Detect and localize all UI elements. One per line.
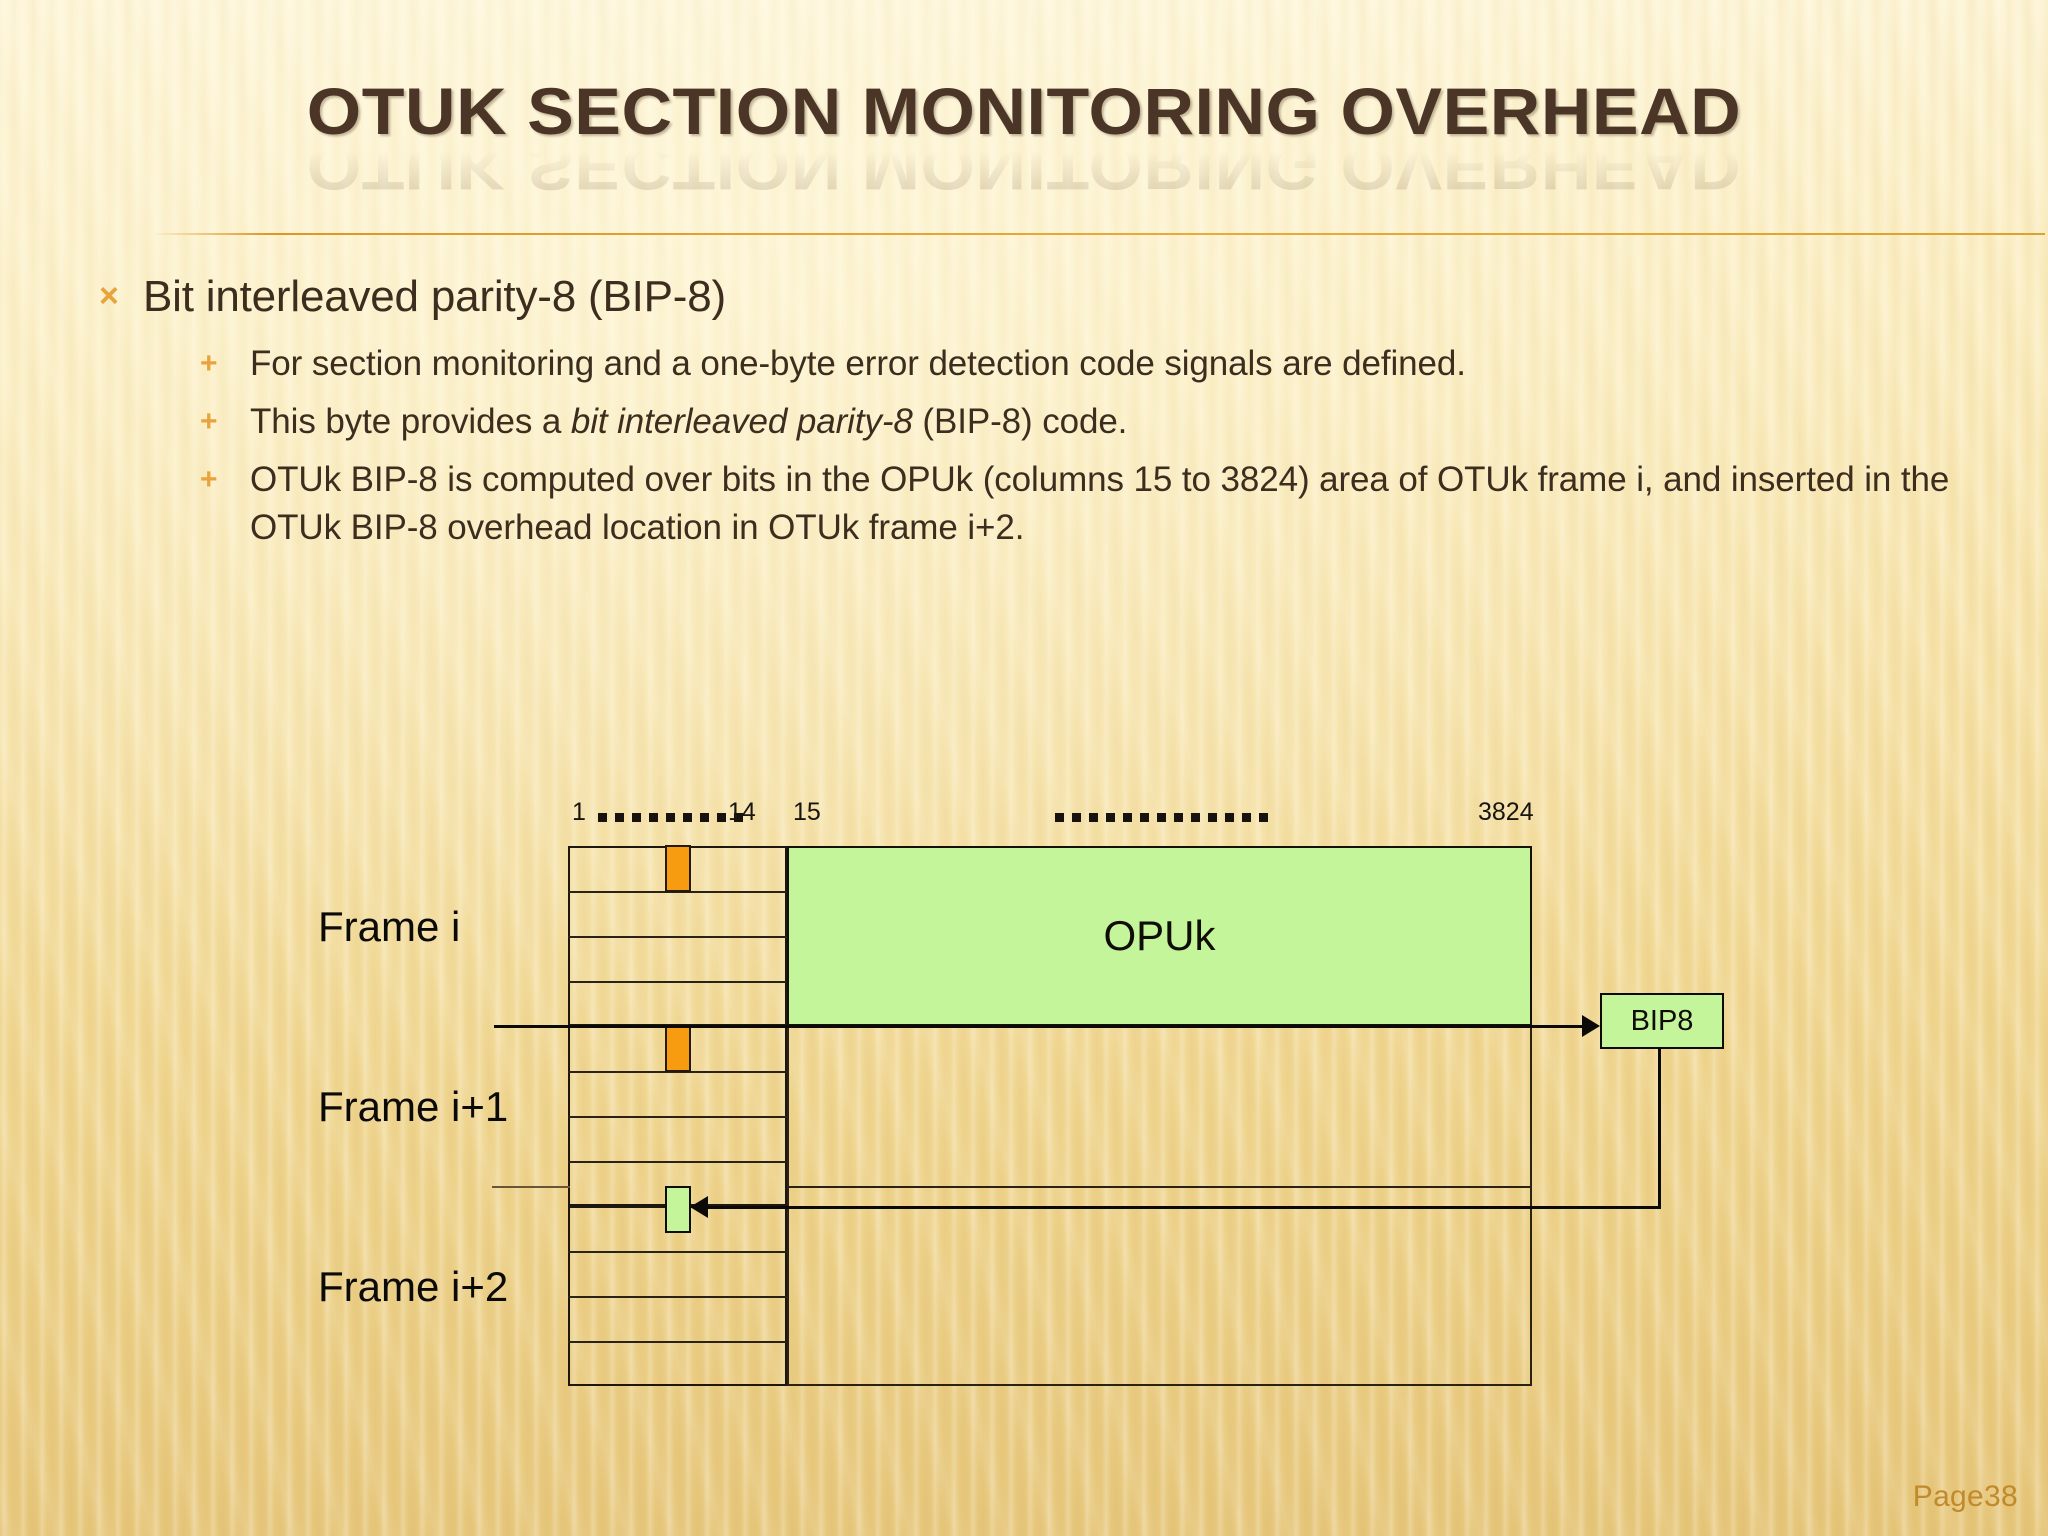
frame-label-i: Frame i	[318, 903, 461, 950]
ruler-dot	[1072, 812, 1081, 822]
frame-i2-bottom-edge	[787, 1384, 1532, 1386]
bullet-level2-label-1: For section monitoring and a one-byte er…	[250, 340, 1466, 388]
frame-i1-overhead-byte	[665, 1025, 691, 1072]
bullet-level1-label: Bit interleaved parity-8 (BIP-8)	[143, 272, 726, 321]
bullet-level2-label-2: This byte provides a bit interleaved par…	[250, 398, 1127, 446]
frame-i-rowline-2	[568, 936, 787, 938]
bullet-3-prefix: OTUk BIP-8 is computed over bits in the …	[250, 460, 1950, 547]
ruler-dot	[1174, 812, 1183, 822]
plus-bullet-icon: +	[200, 347, 218, 380]
bullet-level2-label-3: OTUk BIP-8 is computed over bits in the …	[250, 456, 1950, 552]
bullet-2-prefix: This byte provides a	[250, 402, 571, 441]
frame-i2-rowline-2	[568, 1296, 787, 1298]
bip8-compute-arrow-line	[494, 1025, 1584, 1028]
plus-bullet-icon: +	[200, 463, 218, 496]
column-ruler-dots-left	[598, 812, 743, 822]
frame-label-i2: Frame i+2	[318, 1263, 509, 1310]
x-bullet-icon: ×	[99, 277, 119, 315]
ruler-dot	[1157, 812, 1166, 822]
bip8-insert-path-vertical	[1658, 1049, 1661, 1209]
frame-i-bip8-overhead-byte	[665, 845, 691, 892]
ruler-dot	[1055, 812, 1064, 822]
bip8-compute-arrowhead	[1582, 1015, 1600, 1037]
ruler-dot	[1225, 812, 1234, 822]
ruler-dot	[717, 812, 726, 822]
opuk-payload-block: OPUk	[787, 846, 1532, 1026]
ruler-dot	[1140, 812, 1149, 822]
column-label-3824: 3824	[1478, 798, 1534, 826]
page-number: Page38	[1912, 1480, 2018, 1513]
ruler-dot	[1089, 812, 1098, 822]
bip8-insert-path-horizontal	[706, 1206, 1661, 1209]
bullet-2-italic: bit interleaved parity-8	[570, 402, 913, 441]
ruler-dot	[1259, 812, 1268, 822]
bullet-level2-item-1: + For section monitoring and a one-byte …	[200, 340, 1980, 388]
frame-i1-rowline-2	[568, 1116, 787, 1118]
ruler-dot	[1106, 812, 1115, 822]
bullet-level1-heading: × Bit interleaved parity-8 (BIP-8)	[95, 270, 2048, 324]
bullet-list: × Bit interleaved parity-8 (BIP-8) + For…	[0, 270, 2048, 562]
ruler-dot	[1191, 812, 1200, 822]
frame-i1-rowline-1	[568, 1071, 787, 1073]
frame-i1-rowline-3	[568, 1161, 787, 1163]
ruler-dot	[700, 812, 709, 822]
column-label-1: 1	[572, 798, 586, 826]
ruler-dot	[649, 812, 658, 822]
bullet-1-prefix: For section monitoring and a one-byte er…	[250, 344, 1466, 383]
ruler-dot	[615, 812, 624, 822]
title-divider-rule	[155, 233, 2045, 235]
ruler-dot	[1123, 812, 1132, 822]
bullet-level2-item-3: + OTUk BIP-8 is computed over bits in th…	[200, 456, 1980, 552]
bip8-result-box: BIP8	[1600, 993, 1724, 1049]
ruler-dot	[683, 812, 692, 822]
ruler-dot	[734, 812, 743, 822]
frame-i-rowline-3	[568, 981, 787, 983]
page-title-reflection: OTUk Section Monitoring Overhead	[306, 146, 1742, 200]
column-label-14: 14	[728, 798, 756, 826]
frame-i2-rowline-3	[568, 1341, 787, 1343]
frame-label-i1: Frame i+1	[318, 1083, 509, 1130]
frame-i2-lead-line	[492, 1186, 570, 1188]
bip8-insert-arrowhead	[690, 1196, 708, 1218]
ruler-dot	[1242, 812, 1251, 822]
bullet-level2-item-2: + This byte provides a bit interleaved p…	[200, 398, 1980, 446]
ruler-dot	[598, 812, 607, 822]
bip8-label: BIP8	[1630, 1004, 1694, 1037]
column-ruler-dots-right	[1055, 812, 1268, 822]
ruler-dot	[1208, 812, 1217, 822]
plus-bullet-icon: +	[200, 405, 218, 438]
ruler-dot	[666, 812, 675, 822]
page-title: OTUk Section Monitoring Overhead	[306, 74, 1742, 148]
ruler-dot	[632, 812, 641, 822]
slide-title-block: OTUk Section Monitoring Overhead OTUk Se…	[0, 78, 2048, 200]
frame-i2-rowline-1	[568, 1251, 787, 1253]
bullet-2-suffix: (BIP-8) code.	[912, 402, 1128, 441]
frame-i2-bip8-insert-byte	[665, 1186, 691, 1233]
frame-i2-insert-rowline	[787, 1186, 1532, 1188]
column-label-15: 15	[793, 798, 821, 826]
opuk-label: OPUk	[1103, 912, 1216, 959]
frame-i-rowline-1	[568, 891, 787, 893]
